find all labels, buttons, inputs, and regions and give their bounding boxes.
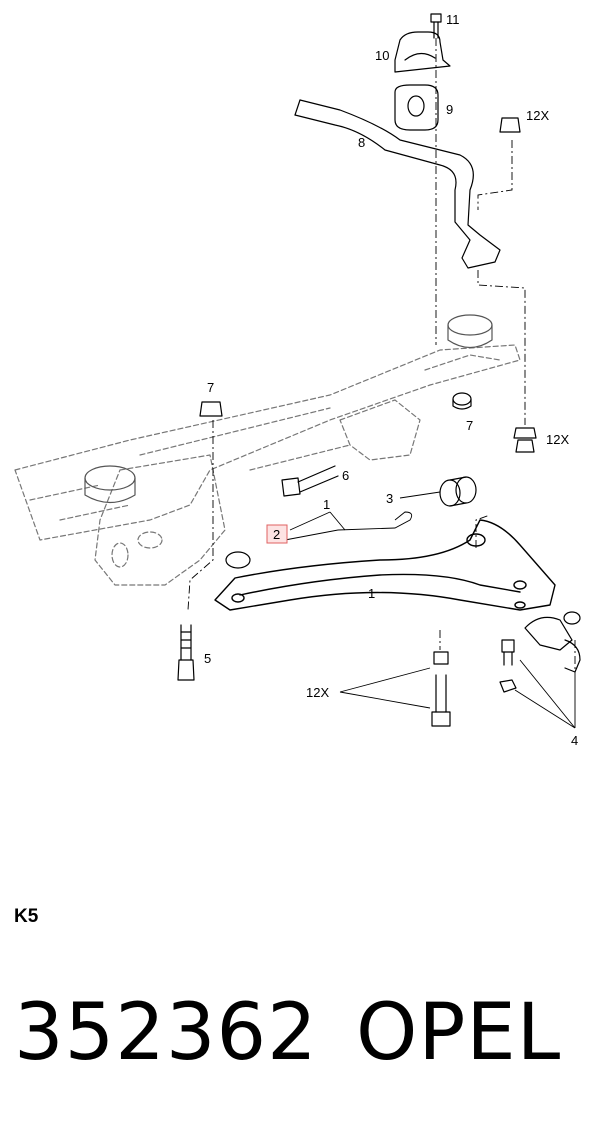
leader-4 xyxy=(514,659,576,729)
link-nut-top xyxy=(499,117,521,133)
pivot-bolt xyxy=(281,465,339,497)
brand-name: OPEL xyxy=(356,988,562,1078)
callout-2-highlight xyxy=(266,524,288,544)
subframe-mount-left xyxy=(84,465,136,504)
subframe-mount-right xyxy=(447,314,493,349)
callout-6: 6 xyxy=(342,468,349,483)
callout-1-arm: 1 xyxy=(368,586,375,601)
rear-bushing xyxy=(439,476,477,507)
callout-8: 8 xyxy=(358,135,365,150)
callout-12x-mid: 12X xyxy=(546,432,569,447)
callout-2: 2 xyxy=(273,527,280,542)
callout-11: 11 xyxy=(446,12,460,27)
stabilizer-clamp xyxy=(394,31,451,73)
footer: 352362 OPEL xyxy=(14,988,594,1078)
callout-12x-top: 12X xyxy=(526,108,549,123)
clamp-bolt xyxy=(430,13,442,39)
ball-joint-bolt xyxy=(501,639,515,666)
callout-7-left: 7 xyxy=(207,380,214,395)
callout-12x-bottom: 12X xyxy=(306,685,329,700)
callout-1-top: 1 xyxy=(323,497,330,512)
stabilizer-bushing xyxy=(394,84,439,131)
arm-bolt-12x xyxy=(431,651,451,727)
subframe-crossmember xyxy=(14,344,521,586)
leader-1-top xyxy=(289,511,346,531)
callout-3: 3 xyxy=(386,491,393,506)
section-code: K5 xyxy=(14,906,39,927)
assembly-line-rear xyxy=(475,514,491,548)
leader-3 xyxy=(399,491,441,499)
suspension-exploded-diagram: 11 10 9 12X 8 7 7 12X 6 1 3 2 1 5 12X 4 xyxy=(14,12,581,748)
callout-5: 5 xyxy=(204,651,211,666)
assembly-line-nut7 xyxy=(187,420,214,611)
part-number: 352362 xyxy=(14,988,318,1078)
control-arm xyxy=(214,519,556,611)
callout-7-right: 7 xyxy=(466,418,473,433)
assembly-line-12x-top xyxy=(477,140,513,210)
ball-joint-nut xyxy=(499,679,517,693)
stabilizer-bar xyxy=(294,99,501,269)
nut-7-left xyxy=(199,401,223,417)
callout-10: 10 xyxy=(375,48,389,63)
leader-2 xyxy=(284,511,413,541)
arm-bolt-5 xyxy=(177,624,195,681)
assembly-line-link xyxy=(477,270,526,425)
bushing-7-right xyxy=(452,392,472,410)
leader-12x-bottom xyxy=(339,667,431,709)
callout-9: 9 xyxy=(446,102,453,117)
ball-joint xyxy=(524,611,581,673)
callout-4: 4 xyxy=(571,733,578,748)
front-bushing xyxy=(225,551,251,569)
link-bushing xyxy=(513,427,537,453)
